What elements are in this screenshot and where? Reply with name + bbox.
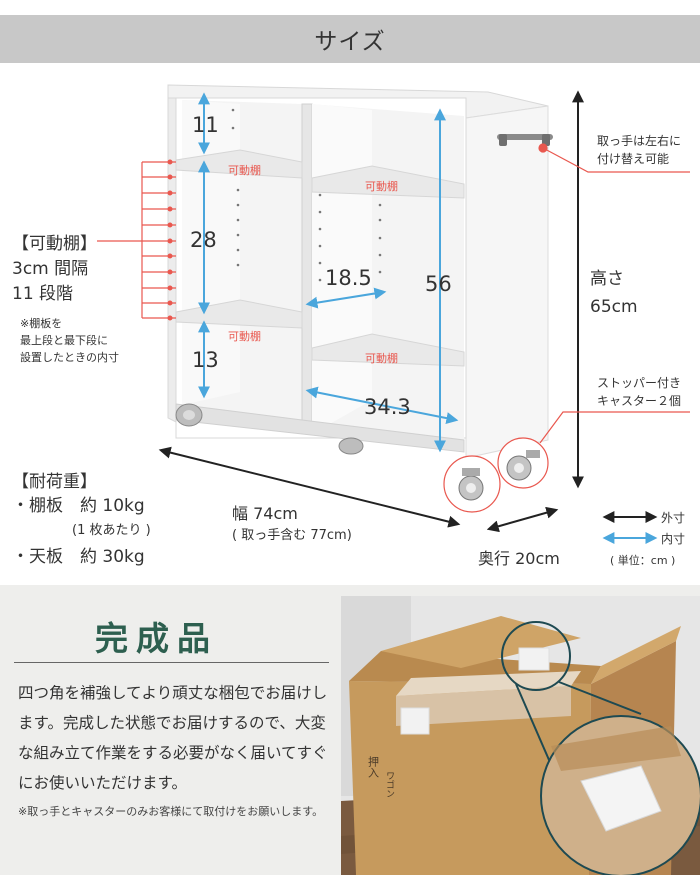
- load-top: ・天板 約 30kg: [12, 547, 145, 567]
- handle-callout-line: [538, 143, 690, 173]
- dim-28: 28: [190, 228, 217, 252]
- load-heading: 【耐荷重】: [12, 472, 97, 492]
- packaging-illustration: 押入 ワゴン: [341, 596, 700, 875]
- divider: [14, 662, 329, 663]
- load-capacity: 【耐荷重】 ・棚板 約 10kg: [12, 470, 145, 518]
- legend-outer: 外寸: [661, 511, 686, 525]
- section-title-bar: サイズ: [0, 15, 700, 63]
- height-label: 高さ 65cm: [590, 265, 638, 321]
- shelf-measure-note: ※棚板を 最上段と最下段に 設置したときの内寸: [20, 315, 119, 366]
- handle-note-line: 取っ手は左右に: [597, 134, 682, 148]
- box-print: 押入: [367, 755, 380, 778]
- legend-inner: 内寸: [661, 532, 686, 546]
- caster-note: ストッパー付き キャスター２個: [597, 374, 681, 410]
- caster-note-line: ストッパー付き: [597, 376, 682, 390]
- caster-detail-icons: [458, 450, 540, 501]
- dim-18-5: 18.5: [325, 266, 372, 290]
- caster-note-line: キャスター２個: [597, 394, 682, 408]
- handle-illustration: [497, 134, 553, 146]
- installation-note: ※取っ手とキャスターのみお客様にて取付けをお願いします。: [18, 805, 324, 818]
- description-paragraph: 四つ角を補強してより頑丈な梱包でお届けします。完成した状態でお届けするので、大変…: [18, 684, 328, 792]
- inner-dimension-arrows: [198, 92, 459, 453]
- section-heading: 完成品: [95, 619, 218, 658]
- load-shelf: ・棚板 約 10kg: [12, 496, 145, 516]
- movable-shelf-info: 【可動棚】 3cm 間隔 11 段階: [12, 232, 97, 307]
- movable-shelf-heading: 【可動棚】: [12, 234, 97, 254]
- movable-shelf-tag: 可動棚: [365, 180, 398, 193]
- movable-shelf-tag: 可動棚: [365, 352, 398, 365]
- cabinet-illustration: [167, 84, 553, 459]
- legend-arrows: [602, 511, 658, 544]
- load-shelf-sub: (1 枚あたり ): [72, 523, 151, 538]
- dim-11: 11: [192, 113, 219, 137]
- movable-shelf-spacing: 3cm 間隔: [12, 259, 89, 279]
- dim-56: 56: [425, 272, 452, 296]
- handle-note-line: 付け替え可能: [597, 152, 670, 166]
- height-label-text: 高さ: [590, 269, 624, 289]
- box-print: ワゴン: [384, 771, 394, 798]
- movable-shelf-tag: 可動棚: [228, 164, 261, 177]
- section-title: サイズ: [314, 29, 386, 55]
- dim-13: 13: [192, 348, 219, 372]
- movable-shelf-steps: 11 段階: [12, 284, 74, 304]
- depth-label: 奥行 20cm: [478, 549, 560, 568]
- packaging-photo: 押入 ワゴン: [341, 596, 700, 875]
- handle-note: 取っ手は左右に 付け替え可能: [597, 132, 681, 168]
- shelf-note-line: ※棚板を: [20, 317, 63, 330]
- shelf-note-line: 設置したときの内寸: [20, 351, 119, 364]
- movable-shelf-indicator: [97, 161, 176, 319]
- size-diagram: [97, 84, 690, 544]
- movable-shelf-tag: 可動棚: [228, 330, 261, 343]
- width-sub: ( 取っ手含む 77cm): [232, 528, 352, 543]
- width-label: 幅 74cm: [232, 504, 298, 523]
- dim-34-3: 34.3: [364, 395, 411, 419]
- height-value: 65cm: [590, 297, 638, 317]
- legend-unit: ( 単位：cm ): [610, 554, 676, 567]
- shelf-note-line: 最上段と最下段に: [20, 334, 108, 347]
- outer-dimension-arrows: [158, 90, 584, 533]
